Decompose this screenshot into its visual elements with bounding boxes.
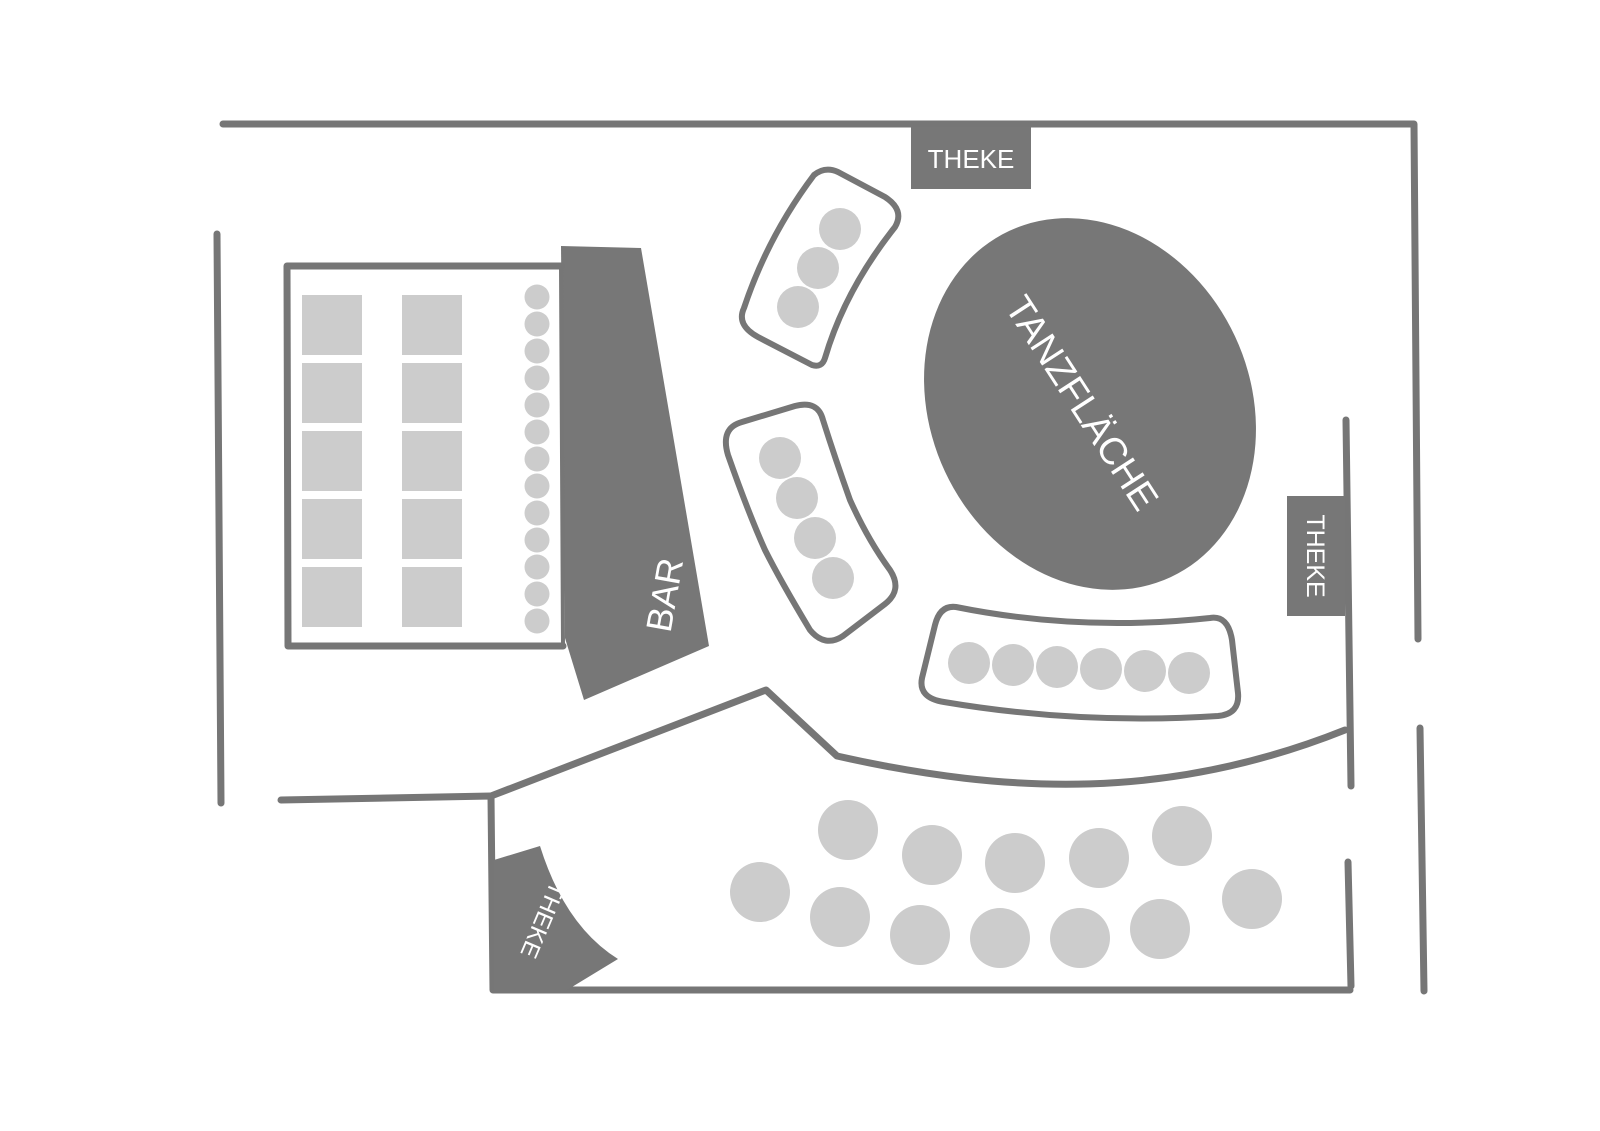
bar-stools	[524, 284, 550, 634]
lounge-table	[902, 825, 962, 885]
lounge-table	[1152, 806, 1212, 866]
dining-area	[283, 262, 567, 650]
right-inner-wall-upper	[1342, 416, 1355, 790]
table	[402, 295, 462, 355]
booth-seat	[948, 642, 990, 684]
dance-floor: TANZFLÄCHE	[924, 218, 1256, 590]
bar-stool	[524, 284, 550, 310]
booth-seat	[992, 644, 1034, 686]
lounge-table	[1222, 869, 1282, 929]
bar-stool	[524, 608, 550, 634]
table	[402, 499, 462, 559]
table	[402, 567, 462, 627]
table	[302, 295, 362, 355]
theke-top-label: THEKE	[928, 144, 1015, 174]
booth-seat	[797, 247, 839, 289]
lounge-table	[810, 887, 870, 947]
theke-bottom: THEKE	[494, 846, 618, 990]
lounge-table	[985, 833, 1045, 893]
bar-stool	[524, 581, 550, 607]
theke-right: THEKE	[1287, 496, 1345, 616]
table	[302, 431, 362, 491]
bar-stool	[524, 365, 550, 391]
right-outer-wall-lower	[1416, 724, 1428, 995]
booth-seat	[759, 437, 801, 479]
booth-seat	[1036, 646, 1078, 688]
lounge-tables	[730, 800, 1282, 968]
bar-stool	[524, 311, 550, 337]
table	[302, 363, 362, 423]
bar-stool	[524, 392, 550, 418]
bar-stool	[524, 446, 550, 472]
lower-left-wall	[277, 792, 1354, 994]
booth-seat	[776, 477, 818, 519]
lounge-table	[1130, 899, 1190, 959]
lounge-table	[890, 905, 950, 965]
bar: BAR	[561, 246, 709, 700]
booth-seat	[812, 557, 854, 599]
lounge-boundary-wall	[487, 686, 1349, 800]
bar-stool	[524, 419, 550, 445]
right-inner-wall-lower	[1344, 858, 1355, 990]
top-wall	[219, 120, 1422, 643]
lounge-table	[730, 862, 790, 922]
booth-seat	[819, 208, 861, 250]
theke-right-label: THEKE	[1301, 514, 1329, 597]
table-column-right	[402, 295, 462, 627]
booth-seat	[1124, 650, 1166, 692]
lounge-table	[1069, 828, 1129, 888]
lounge-table	[970, 908, 1030, 968]
walls	[213, 120, 1428, 995]
booth-top	[738, 166, 902, 369]
bar-stool	[524, 527, 550, 553]
booth-bottom-outline	[918, 603, 1242, 722]
lounge-table	[818, 800, 878, 860]
booth-seat	[1080, 648, 1122, 690]
bar-stool	[524, 554, 550, 580]
theke-top: THEKE	[911, 127, 1031, 189]
booth-seat	[794, 517, 836, 559]
table-column-left	[302, 295, 362, 627]
table	[302, 567, 362, 627]
booth-seat	[1168, 652, 1210, 694]
table	[302, 499, 362, 559]
lounge-table	[1050, 908, 1110, 968]
booth-bottom	[918, 603, 1242, 722]
dining-area-right-edge	[559, 264, 565, 648]
table	[402, 363, 462, 423]
left-wall	[213, 230, 225, 807]
bar-stool	[524, 338, 550, 364]
table	[402, 431, 462, 491]
dining-area-outline	[283, 262, 567, 650]
bar-stool	[524, 500, 550, 526]
booth-middle	[722, 401, 899, 644]
booth-seat	[777, 286, 819, 328]
bar-stool	[524, 473, 550, 499]
